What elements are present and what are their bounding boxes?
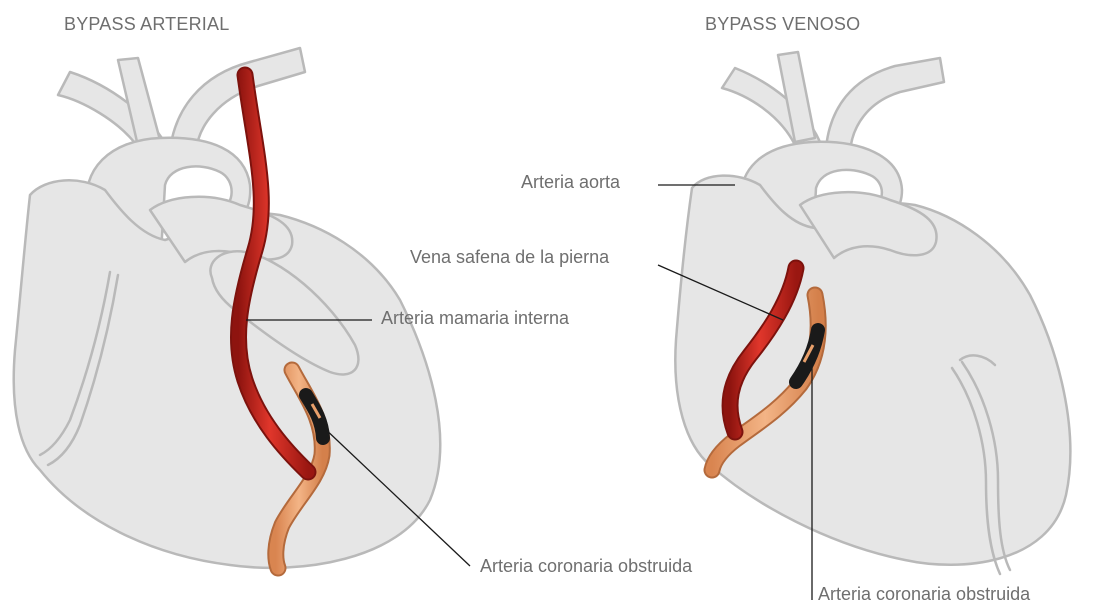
right-heart (675, 52, 1070, 565)
label-aorta: Arteria aorta (521, 172, 620, 193)
right-panel-title: BYPASS VENOSO (705, 14, 860, 35)
right-vessel-3 (826, 58, 944, 152)
label-right-coronary-artery: Arteria coronaria obstruida (818, 584, 1030, 605)
label-left-coronary-artery: Arteria coronaria obstruida (480, 556, 692, 577)
left-panel-title: BYPASS ARTERIAL (64, 14, 229, 35)
label-mammary-artery: Arteria mamaria interna (381, 308, 569, 329)
label-saphenous-vein: Vena safena de la pierna (410, 247, 609, 268)
left-heart (14, 48, 441, 568)
left-vessel-3 (170, 48, 305, 152)
